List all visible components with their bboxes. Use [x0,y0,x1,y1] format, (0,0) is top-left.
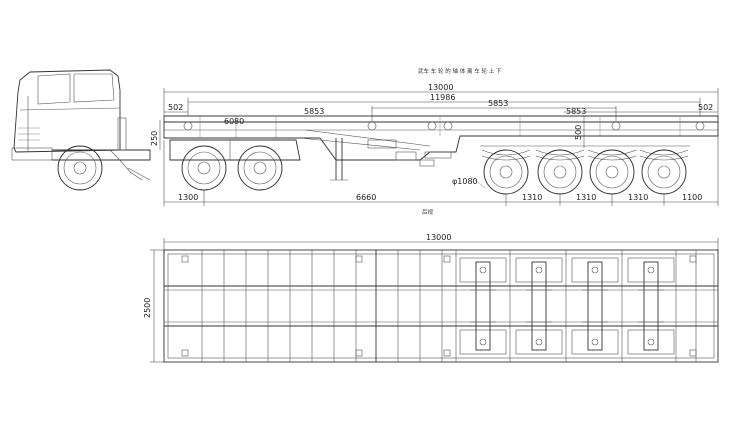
dim-rear-overhang: 1100 [682,193,702,202]
dim-axle-spacing-1: 1310 [522,193,542,202]
dim-axle-span-2: 5853 [566,107,586,116]
trailer-axle-2 [535,149,585,195]
plan-view: 13000 2500 [143,233,719,363]
dim-kingpin-small-1: 60 [224,117,234,126]
plan-axle-3 [571,257,619,355]
dim-kingpin-span: 5853 [304,107,324,116]
side-caption: 后视 [422,208,434,216]
dim-kingpin-to-axle: 6660 [356,193,376,202]
dim-wheel-diameter: φ1080 [452,177,478,186]
dim-axle-span: 5853 [488,99,508,108]
plan-length: 13000 [426,233,451,242]
plan-cross-members [201,250,697,362]
dim-axle-spacing-3: 1310 [628,193,648,202]
trailer-frame [163,115,719,181]
tractor-rear-wheels [169,139,301,191]
side-view: 武车 车 轮 的 轴 体 离 车 轮 上 下 [11,67,719,216]
plan-width: 2500 [143,298,152,318]
dim-rear-offset: 502 [698,103,713,112]
dim-axle-spacing-2: 1310 [576,193,596,202]
dim-gooseneck-height: 250 [150,131,159,146]
dim-front-offset: 502 [168,103,183,112]
plan-axle-2 [515,257,563,355]
dim-deck-length: 11986 [430,93,455,102]
side-title: 武车 车 轮 的 轴 体 离 车 轮 上 下 [418,67,502,75]
plan-twist-locks [181,255,697,357]
tractor-front-wheel [57,145,103,191]
bottom-dimensions: 1300 6660 1310 1310 1310 1100 φ1080 [163,136,719,206]
plan-axle-1 [459,257,507,355]
plan-axle-4 [627,257,675,355]
trailer-axle-4 [639,149,689,195]
dim-kingpin-small-2: 80 [234,117,244,126]
tractor-cab [11,69,151,181]
plan-axle-assemblies [459,257,675,355]
dim-frame-height: 500 [574,125,583,140]
top-dimensions: 13000 11986 502 502 5853 5853 5853 500 2… [150,83,719,150]
plan-deck-outline [163,249,719,363]
dim-front-overhang: 1300 [178,193,198,202]
dim-overall-length: 13000 [428,83,453,92]
trailer-wheels [469,145,690,195]
trailer-axle-3 [587,149,637,195]
trailer-axle-1 [481,149,531,195]
